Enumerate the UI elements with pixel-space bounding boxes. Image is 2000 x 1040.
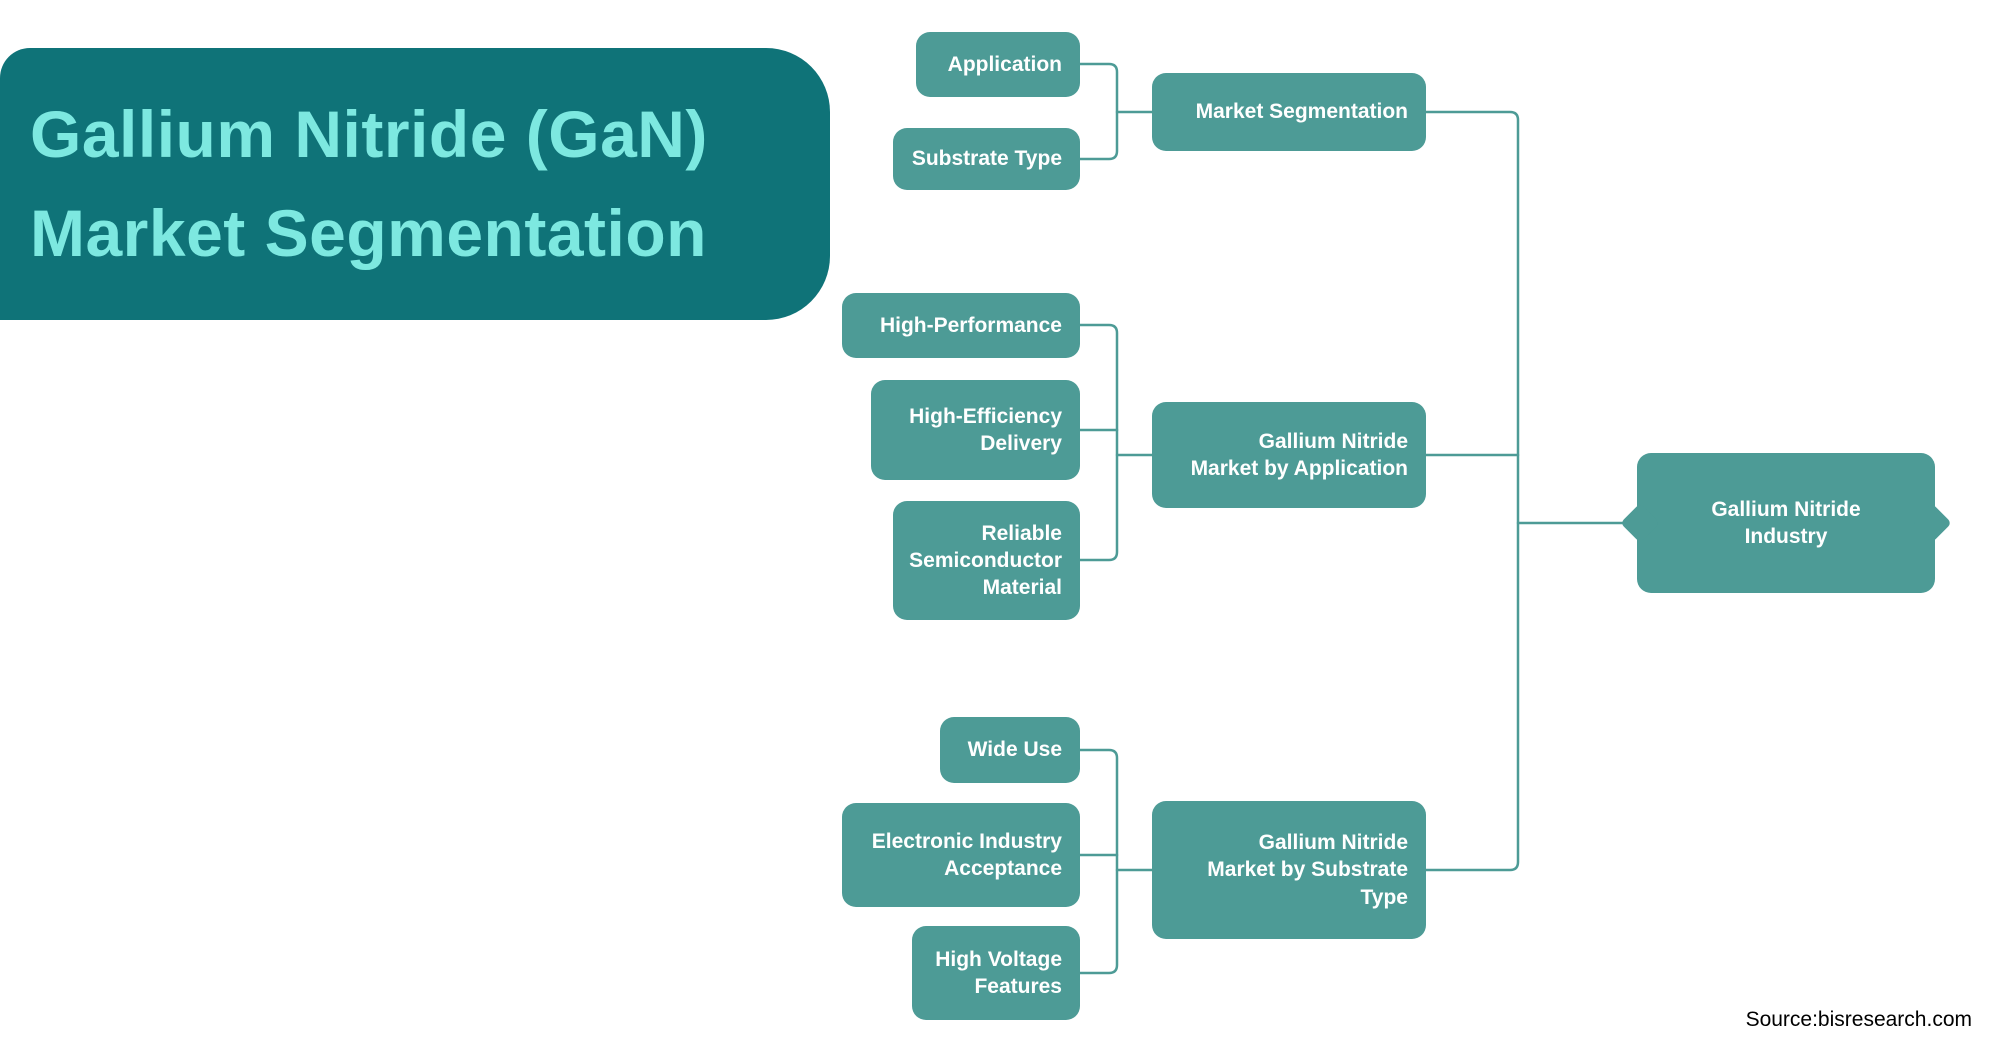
page-title-line-1: Gallium Nitride (GaN) xyxy=(30,97,708,171)
node-market-segmentation: Market Segmentation xyxy=(1152,73,1426,151)
node-market-by-substrate-type: Gallium Nitride Market by Substrate Type xyxy=(1152,801,1426,939)
node-high-performance: High-Performance xyxy=(842,293,1080,358)
node-high-efficiency-delivery: High-Efficiency Delivery xyxy=(871,380,1080,480)
node-wide-use: Wide Use xyxy=(940,717,1080,783)
page-title-line-2: Market Segmentation xyxy=(30,196,707,270)
node-substrate-type: Substrate Type xyxy=(893,128,1080,190)
node-application: Application xyxy=(916,32,1080,97)
node-electronic-industry-acceptance: Electronic Industry Acceptance xyxy=(842,803,1080,907)
node-high-voltage-features: High Voltage Features xyxy=(912,926,1080,1020)
node-gallium-nitride-industry: Gallium Nitride Industry xyxy=(1620,453,1952,593)
node-reliable-semiconductor-material: Reliable Semiconductor Material xyxy=(893,501,1080,620)
source-attribution: Source:bisresearch.com xyxy=(1745,1008,1972,1031)
title-banner: Gallium Nitride (GaN) Market Segmentatio… xyxy=(0,48,830,320)
root-node-label: Gallium Nitride Industry xyxy=(1711,497,1861,548)
node-market-by-application: Gallium Nitride Market by Application xyxy=(1152,402,1426,508)
